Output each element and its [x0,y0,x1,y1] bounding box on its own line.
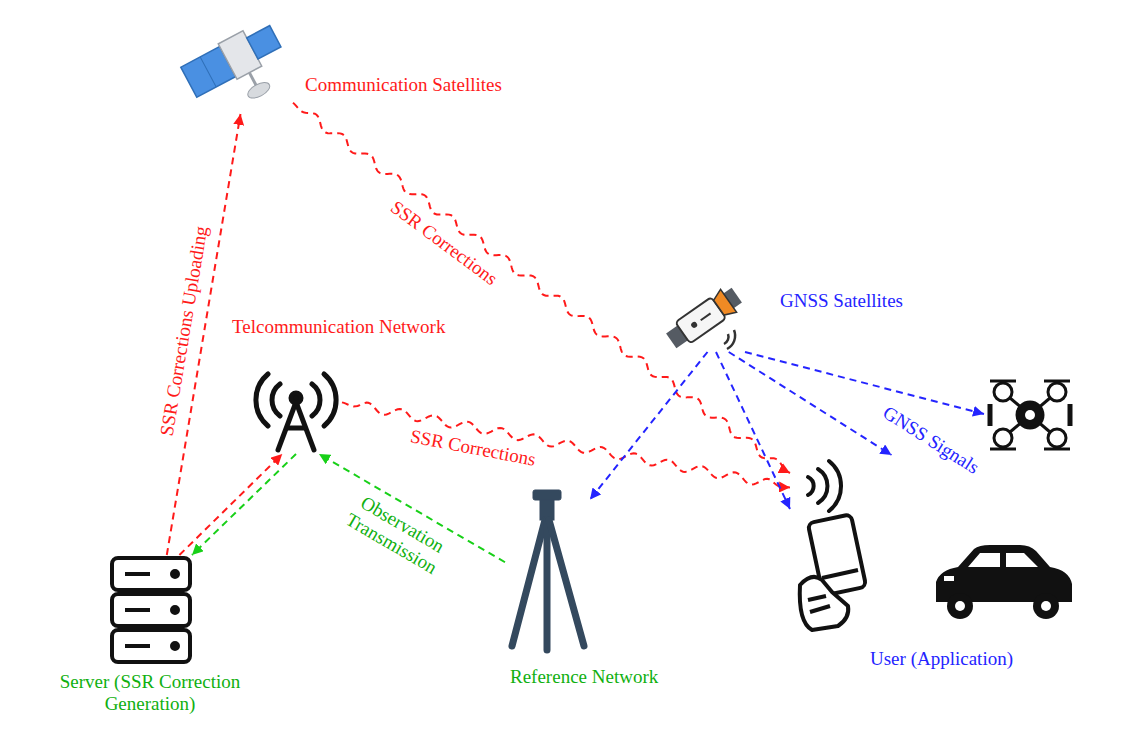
phone-in-hand-icon [800,514,866,630]
icon-node: User (Application) [790,455,1080,635]
icon-node: Communication Satellites [188,2,293,114]
node-label: Telcommunication Network [232,316,445,338]
signal-arcs [724,330,735,349]
icon-node: Telcommunication Network [250,368,342,454]
antenna-tower-icon [256,374,336,450]
connector [293,103,790,473]
connector [192,454,296,555]
edge-label: SSR Corrections Uploading [155,222,213,441]
node-label: GNSS Satellites [780,290,903,312]
connector [716,352,790,509]
icon-node: Server (SSR Correction Generation) [108,555,192,670]
edge-label: Observation Transmission [332,484,461,584]
server-icon [112,558,190,662]
node-label: User (Application) [870,648,1013,670]
gnss-satellite-icon [663,284,745,353]
node-label: Server (SSR Correction Generation) [25,671,275,715]
car-icon [936,545,1072,619]
drone-icon [990,381,1070,449]
icon-node: GNSS Satellites [665,290,750,352]
gnss-signal-to-drone [745,352,984,414]
icon-node: Reference Network [505,488,590,653]
connector [590,352,708,500]
reference-tripod-icon [512,490,584,650]
communication-satellite-icon [179,19,297,123]
connector [729,352,892,455]
edge-label: SSR Corrections [384,194,504,291]
wireless-symbol [808,461,841,511]
edge-label: GNSS Signals [876,400,985,480]
edge-label: SSR Corrections [405,424,540,470]
node-label: Reference Network [510,666,658,688]
connector [342,402,790,487]
connector [179,454,282,555]
node-label: Communication Satellites [305,74,502,96]
